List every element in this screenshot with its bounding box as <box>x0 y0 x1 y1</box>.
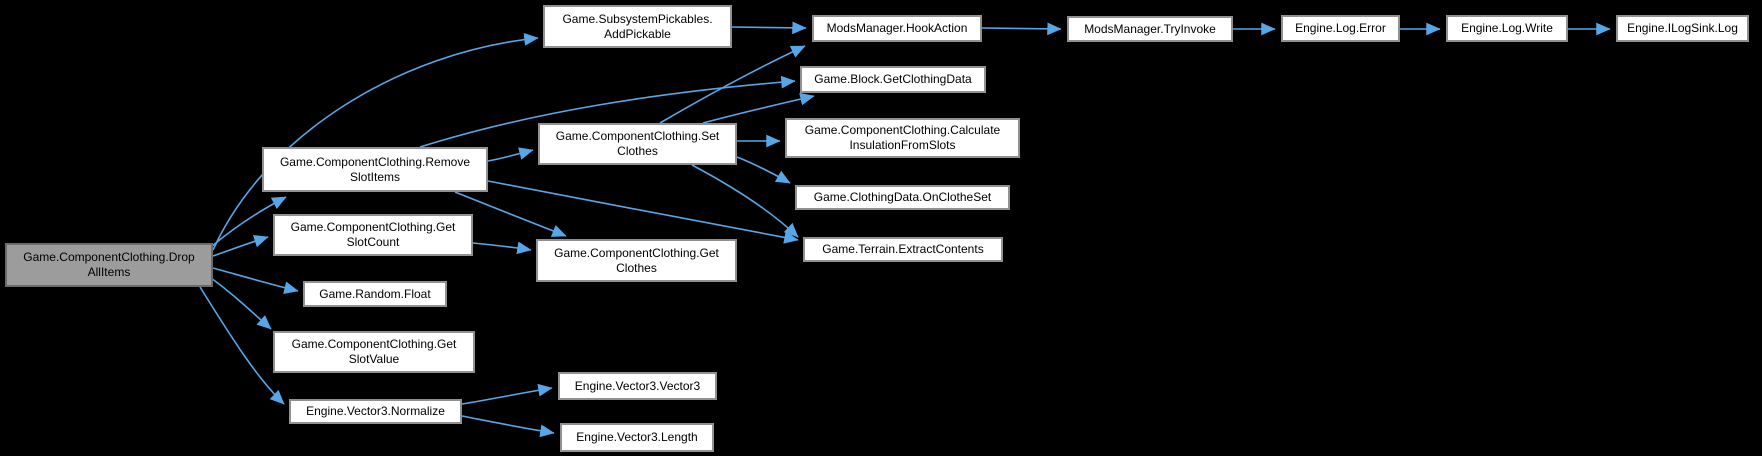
node-set_clothes[interactable]: Game.ComponentClothing.Set Clothes <box>538 123 737 165</box>
edge-set_clothes-to-block_get_clothing_data <box>702 92 815 124</box>
edge-get_slot_count-to-get_clothes <box>472 241 532 255</box>
edge-add_pickable-to-hook_action <box>731 21 807 35</box>
edge-remove_slot_items-to-set_clothes <box>487 147 534 162</box>
node-get_slot_count[interactable]: Game.ComponentClothing.Get SlotCount <box>273 214 473 256</box>
node-log_write[interactable]: Engine.Log.Write <box>1446 15 1568 42</box>
edge-drop_all_items-to-remove_slot_items <box>210 196 287 248</box>
edge-set_clothes-to-extract_contents <box>691 164 799 238</box>
node-get_slot_value[interactable]: Game.ComponentClothing.Get SlotValue <box>273 331 475 373</box>
node-try_invoke[interactable]: ModsManager.TryInvoke <box>1067 16 1233 42</box>
edge-drop_all_items-to-add_pickable <box>212 33 539 251</box>
node-ilogsink_log[interactable]: Engine.ILogSink.Log <box>1616 15 1749 42</box>
node-random_float[interactable]: Game.Random.Float <box>303 281 447 307</box>
edge-set_clothes-to-on_clothe_set <box>736 156 791 184</box>
node-remove_slot_items[interactable]: Game.ComponentClothing.Remove SlotItems <box>262 147 488 192</box>
node-get_clothes[interactable]: Game.ComponentClothing.Get Clothes <box>536 239 737 282</box>
node-drop_all_items: Game.ComponentClothing.Drop AllItems <box>5 243 213 287</box>
node-vector3_length[interactable]: Engine.Vector3.Length <box>560 423 714 452</box>
edge-drop_all_items-to-vector3_normalize <box>199 286 285 405</box>
node-hook_action[interactable]: ModsManager.HookAction <box>812 15 982 42</box>
edge-vector3_normalize-to-vector3_vector3 <box>461 383 553 405</box>
edge-drop_all_items-to-get_slot_count <box>212 235 269 257</box>
node-log_error[interactable]: Engine.Log.Error <box>1281 15 1400 42</box>
edge-drop_all_items-to-random_float <box>212 267 299 294</box>
edge-remove_slot_items-to-block_get_clothing_data <box>419 75 796 148</box>
node-extract_contents[interactable]: Game.Terrain.ExtractContents <box>803 237 1003 262</box>
edge-remove_slot_items-to-extract_contents <box>487 180 799 244</box>
edge-set_clothes-to-hook_action <box>659 45 806 124</box>
node-block_get_clothing_data[interactable]: Game.Block.GetClothingData <box>800 66 986 93</box>
edge-hook_action-to-try_invoke <box>981 22 1062 36</box>
edge-drop_all_items-to-get_slot_value <box>210 277 272 330</box>
node-vector3_vector3[interactable]: Engine.Vector3.Vector3 <box>558 372 717 400</box>
node-calculate_insulation[interactable]: Game.ComponentClothing.Calculate Insulat… <box>785 118 1020 158</box>
node-on_clothe_set[interactable]: Game.ClothingData.OnClotheSet <box>795 185 1010 210</box>
edge-vector3_normalize-to-vector3_length <box>461 415 555 438</box>
node-add_pickable[interactable]: Game.SubsystemPickables. AddPickable <box>543 5 732 48</box>
node-vector3_normalize[interactable]: Engine.Vector3.Normalize <box>289 399 462 424</box>
edge-remove_slot_items-to-get_clothes <box>454 191 567 237</box>
